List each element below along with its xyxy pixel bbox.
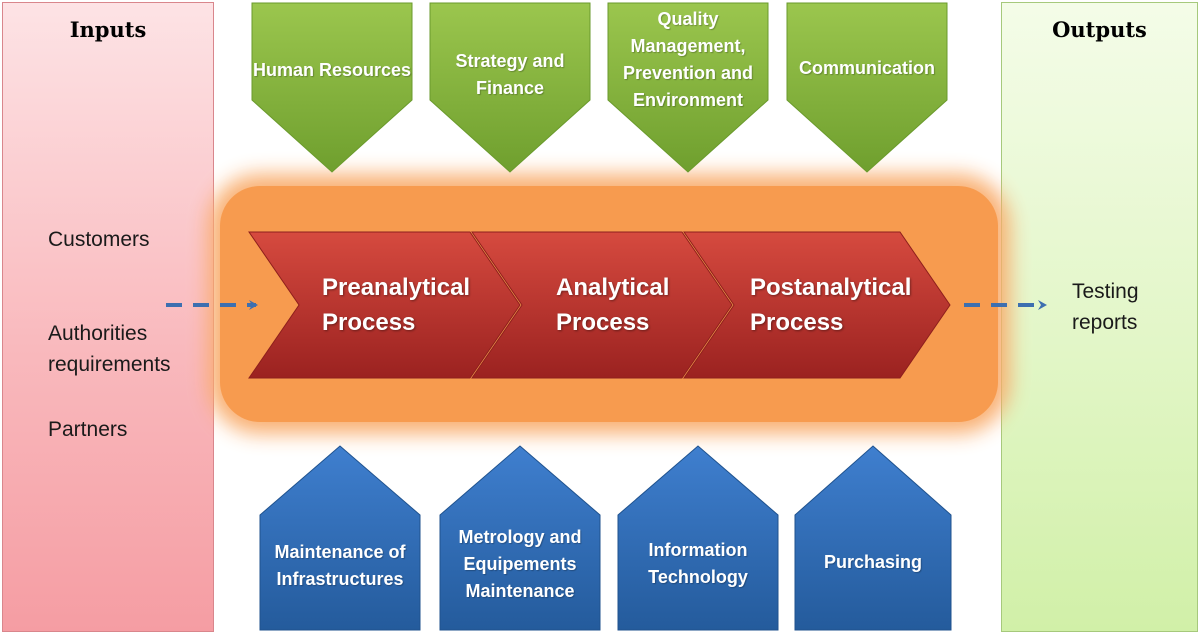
core-chevron-preanalytical — [248, 231, 521, 379]
support-bottom-label-maintenance: Maintenance of Infrastructures — [274, 542, 406, 589]
support-bottom-label-it: Information Technology — [648, 540, 748, 587]
input-item-customers: Customers — [48, 228, 150, 251]
support-bottom-shape-metrology — [439, 445, 601, 631]
support-top-label-quality: Quality Management, Prevention and Envir… — [622, 9, 754, 110]
core-label-analytical: Analytical Process — [556, 274, 670, 336]
support-bottom-shape-maintenance — [259, 445, 421, 631]
support-top-label-hr: Human Resources — [252, 59, 412, 80]
support-top-label-communication: Communication — [798, 57, 935, 78]
core-label-preanalytical: Preanalytical Process — [322, 274, 471, 336]
input-item-authorities: Authorities requirements — [48, 322, 171, 376]
outputs-panel: Outputs — [1001, 2, 1198, 632]
support-bottom-label-metrology: Metrology and Equipements Maintenance — [458, 526, 582, 601]
support-top-shape-quality — [607, 2, 769, 173]
inputs-title: Inputs — [69, 17, 147, 42]
support-top-shape-strategy — [429, 2, 591, 173]
support-bottom-shape-it — [617, 445, 779, 631]
support-bottom-shape-purchasing — [794, 445, 952, 631]
core-label-postanalytical: Postanalytical Process — [750, 274, 912, 336]
outputs-title: Outputs — [1052, 17, 1147, 42]
core-chevron-postanalytical — [683, 231, 951, 379]
support-top-shape-communication — [786, 2, 948, 173]
support-top-shape-hr — [251, 2, 413, 173]
core-chevron-analytical — [471, 231, 733, 379]
inputs-panel: Inputs — [2, 2, 214, 632]
output-item-testing-reports: Testing reports — [1072, 280, 1139, 334]
input-item-partners: Partners — [48, 418, 128, 441]
support-top-label-strategy: Strategy and Finance — [455, 51, 565, 98]
support-bottom-label-purchasing: Purchasing — [823, 551, 923, 572]
